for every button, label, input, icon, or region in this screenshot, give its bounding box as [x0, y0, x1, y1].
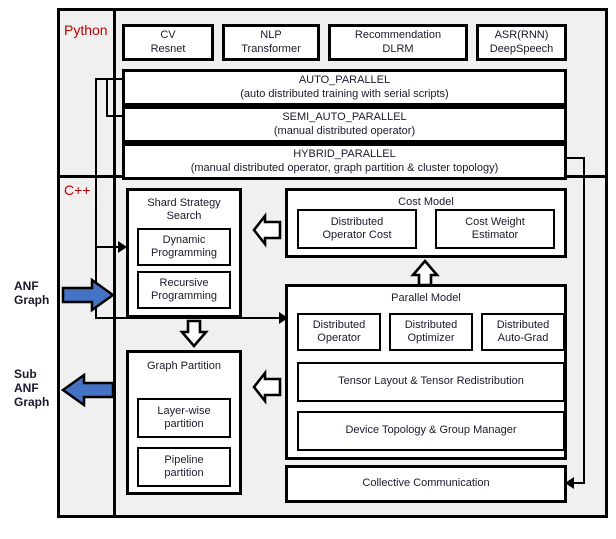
- box-line2: Auto-Grad: [497, 332, 549, 344]
- shard-strategy-search-title: Shard Strategy Search: [129, 197, 239, 223]
- collective-communication-box[interactable]: Collective Communication: [285, 465, 567, 503]
- box-line2: partition: [164, 418, 204, 430]
- box-line2: Estimator: [471, 229, 519, 241]
- box-line1: Dynamic: [162, 233, 206, 246]
- box-label: Tensor Layout & Tensor Redistribution: [338, 375, 524, 388]
- box-line2: partition: [164, 467, 204, 479]
- model-box-recommendation-dlrm[interactable]: Recommendation DLRM: [328, 24, 468, 61]
- model-box-line2: DeepSpeech: [489, 42, 554, 55]
- connector-auto-parallel-horizontal: [95, 78, 123, 80]
- box-line1: Distributed: [312, 318, 366, 331]
- side-label-sub-anf-graph: Sub ANF Graph: [14, 367, 70, 409]
- hollow-down-arrow-icon-shard-to-partition: [179, 319, 209, 348]
- hollow-left-arrow-icon-cost-to-shard: [252, 212, 282, 248]
- box-line1: Pipeline: [164, 453, 204, 466]
- box-line2: Optimizer: [407, 332, 455, 344]
- connector-hybrid-to-collective-horizontal: [570, 482, 585, 484]
- box-line2: Programming: [150, 247, 218, 259]
- parallel-mode-title: HYBRID_PARALLEL: [293, 148, 396, 161]
- box-line1: Distributed: [404, 318, 458, 331]
- model-box-line2: Transformer: [241, 42, 301, 55]
- box-line1: Recursive: [159, 276, 209, 289]
- box-line1: Distributed: [496, 318, 550, 331]
- model-box-cv-resnet[interactable]: CV Resnet: [122, 24, 214, 61]
- parallel-mode-auto-parallel[interactable]: AUTO_PARALLEL (auto distributed training…: [122, 69, 567, 106]
- parallel-model-distributed-auto-grad[interactable]: Distributed Auto-Grad: [481, 313, 565, 351]
- model-box-nlp-transformer[interactable]: NLP Transformer: [222, 24, 320, 61]
- parallel-model-title: Parallel Model: [391, 292, 461, 304]
- model-box-line1: NLP: [260, 29, 282, 42]
- label-column-divider: [113, 8, 116, 518]
- parallel-model-device-topology-group-manager[interactable]: Device Topology & Group Manager: [297, 411, 565, 451]
- box-line1: Cost Weight: [465, 215, 525, 228]
- connector-hybrid-right-horizontal: [567, 157, 585, 159]
- side-label-line: Sub: [14, 367, 37, 381]
- side-label-anf-graph: ANF Graph: [14, 279, 70, 307]
- side-label-line: ANF: [14, 381, 39, 396]
- section-label-python: Python: [64, 22, 108, 38]
- model-box-line2: Resnet: [150, 42, 186, 55]
- graph-partition-title: Graph Partition: [147, 360, 221, 372]
- connector-arrowhead-parallel-model: [279, 312, 288, 324]
- model-box-line1: ASR(RNN): [494, 29, 549, 42]
- cost-model-cost-weight-estimator[interactable]: Cost Weight Estimator: [435, 209, 555, 249]
- graph-partition-pipeline[interactable]: Pipeline partition: [137, 447, 231, 487]
- box-line2: Operator: [317, 332, 361, 344]
- parallel-model-distributed-optimizer[interactable]: Distributed Optimizer: [389, 313, 473, 351]
- hollow-left-arrow-icon-parallel-to-partition: [252, 369, 282, 405]
- side-label-line: ANF: [14, 279, 39, 293]
- cost-model-title: Cost Model: [398, 196, 454, 208]
- hollow-up-arrow-icon-parallel-to-cost: [410, 259, 440, 287]
- parallel-mode-subtitle: (manual distributed operator): [273, 124, 416, 137]
- connector-hybrid-right-vertical: [583, 157, 585, 484]
- parallel-mode-title: AUTO_PARALLEL: [298, 74, 391, 87]
- connector-bus-to-shard-strategy: [95, 246, 123, 248]
- group-title-line: Search: [166, 210, 202, 223]
- parallel-mode-subtitle: (manual distributed operator, graph part…: [190, 161, 499, 174]
- box-label: Device Topology & Group Manager: [345, 424, 517, 437]
- parallel-mode-subtitle: (auto distributed training with serial s…: [240, 87, 449, 100]
- connector-arrowhead-collective-communication: [565, 477, 574, 489]
- parallel-model-distributed-operator[interactable]: Distributed Operator: [297, 313, 381, 351]
- graph-partition-layer-wise[interactable]: Layer-wise partition: [137, 398, 231, 438]
- model-box-asr-deepspeech[interactable]: ASR(RNN) DeepSpeech: [476, 24, 567, 61]
- blue-left-arrow-icon: [60, 372, 115, 408]
- box-label: Collective Communication: [362, 477, 490, 490]
- parallel-mode-semi-auto-parallel[interactable]: SEMI_AUTO_PARALLEL (manual distributed o…: [122, 106, 567, 143]
- parallel-mode-hybrid-parallel[interactable]: HYBRID_PARALLEL (manual distributed oper…: [122, 143, 567, 180]
- section-label-cpp: C++: [64, 182, 91, 198]
- connector-bus-to-parallel-model: [95, 317, 285, 319]
- shard-strategy-recursive-programming[interactable]: Recursive Programming: [137, 271, 231, 309]
- model-box-line2: DLRM: [382, 42, 414, 55]
- connector-semi-auto-horizontal: [106, 115, 123, 117]
- model-box-line1: Recommendation: [354, 29, 442, 42]
- cost-model-distributed-operator-cost[interactable]: Distributed Operator Cost: [297, 209, 417, 249]
- connector-arrowhead-shard-strategy: [118, 241, 127, 253]
- box-line1: Layer-wise: [157, 404, 211, 417]
- box-line1: Distributed: [330, 215, 384, 228]
- parallel-mode-title: SEMI_AUTO_PARALLEL: [282, 111, 407, 124]
- side-label-line: Graph: [14, 293, 50, 308]
- connector-auto-parallel-vertical: [95, 78, 97, 318]
- shard-strategy-dynamic-programming[interactable]: Dynamic Programming: [137, 228, 231, 266]
- connector-semi-auto-vertical: [106, 78, 108, 116]
- group-title-line: Shard Strategy: [147, 197, 221, 209]
- parallel-model-tensor-layout-redistribution[interactable]: Tensor Layout & Tensor Redistribution: [297, 362, 565, 402]
- box-line2: Programming: [150, 290, 218, 302]
- model-box-line1: CV: [160, 29, 176, 42]
- blue-right-arrow-icon: [61, 277, 116, 313]
- side-label-line: Graph: [14, 395, 50, 410]
- box-line2: Operator Cost: [322, 229, 392, 241]
